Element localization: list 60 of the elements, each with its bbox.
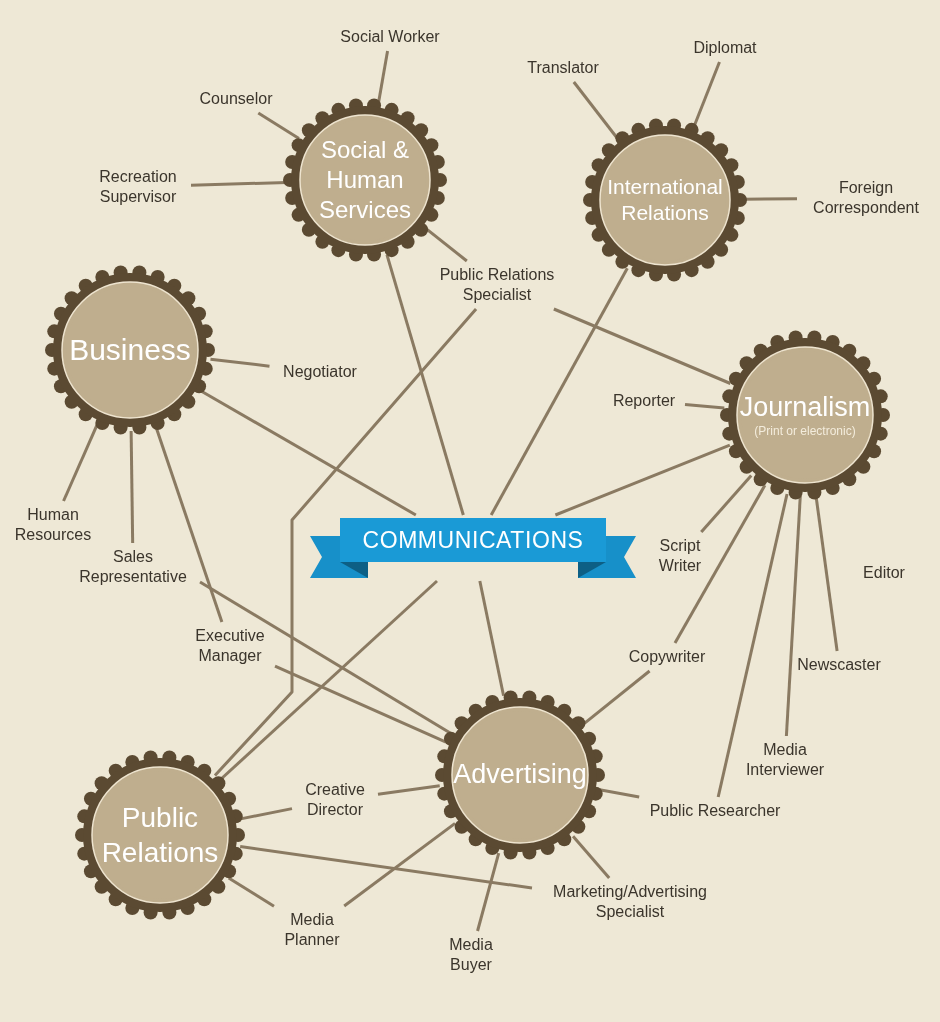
connector-line <box>257 111 300 140</box>
badge-title: Business <box>69 332 191 369</box>
career-label: Sales Representative <box>78 547 188 587</box>
connector-line <box>582 669 651 726</box>
career-label: Script Writer <box>657 536 703 576</box>
connector-line <box>274 664 447 744</box>
connector-line <box>377 784 440 796</box>
connector-line <box>489 267 629 516</box>
badge-title: Journalism <box>739 390 871 424</box>
connector-line <box>478 580 506 696</box>
connector-line <box>571 835 611 879</box>
connector-line <box>343 822 456 908</box>
connector-line <box>239 807 293 821</box>
connector-line <box>572 81 619 140</box>
connector-line <box>385 254 465 516</box>
career-label: Public Researcher <box>649 801 781 821</box>
connector-line <box>213 308 478 777</box>
career-label: Newscaster <box>797 655 881 675</box>
connector-line <box>199 389 417 517</box>
connector-line <box>716 493 789 798</box>
connector-line <box>673 484 767 644</box>
career-label: Executive Manager <box>194 626 266 666</box>
connector-line <box>599 788 640 799</box>
career-label: Recreation Supervisor <box>98 167 178 207</box>
career-label: Public Relations Specialist <box>438 265 556 305</box>
career-label: Translator <box>527 58 599 78</box>
connector-line <box>425 227 468 263</box>
career-label: Social Worker <box>340 27 440 47</box>
connector-line <box>227 876 275 908</box>
connector-line <box>684 403 725 410</box>
connector-line <box>700 474 753 533</box>
career-label: Reporter <box>612 391 676 411</box>
connector-line <box>129 430 135 544</box>
badge-title: Advertising <box>453 758 587 792</box>
connector-line <box>62 423 99 502</box>
badge-title: Social & Human Services <box>318 135 412 225</box>
career-label: Counselor <box>199 89 273 109</box>
career-label: Creative Director <box>304 780 366 820</box>
connector-line <box>210 357 270 368</box>
connector-line <box>476 852 501 932</box>
career-label: Copywriter <box>628 647 706 667</box>
career-label: Editor <box>863 563 905 583</box>
connector-line <box>239 844 533 890</box>
banner-title: COMMUNICATIONS <box>362 525 584 555</box>
badge-title: Public Relations <box>100 801 220 870</box>
connector-line <box>199 580 452 735</box>
career-label: Foreign Correspondent <box>812 178 920 218</box>
career-label: Human Resources <box>13 505 93 545</box>
connector-line <box>376 50 390 104</box>
career-label: Negotiator <box>283 362 357 382</box>
career-label: Media Buyer <box>448 935 494 975</box>
career-label: Diplomat <box>693 38 757 58</box>
connector-line <box>554 443 731 517</box>
connector-line <box>784 495 802 737</box>
career-label: Marketing/Advertising Specialist <box>552 882 708 922</box>
badge-subtitle: (Print or electronic) <box>754 424 856 440</box>
career-label: Media Planner <box>283 910 341 950</box>
career-label: Media Interviewer <box>744 740 826 780</box>
badge-title: International Relations <box>606 173 724 226</box>
connector-line <box>553 307 731 385</box>
